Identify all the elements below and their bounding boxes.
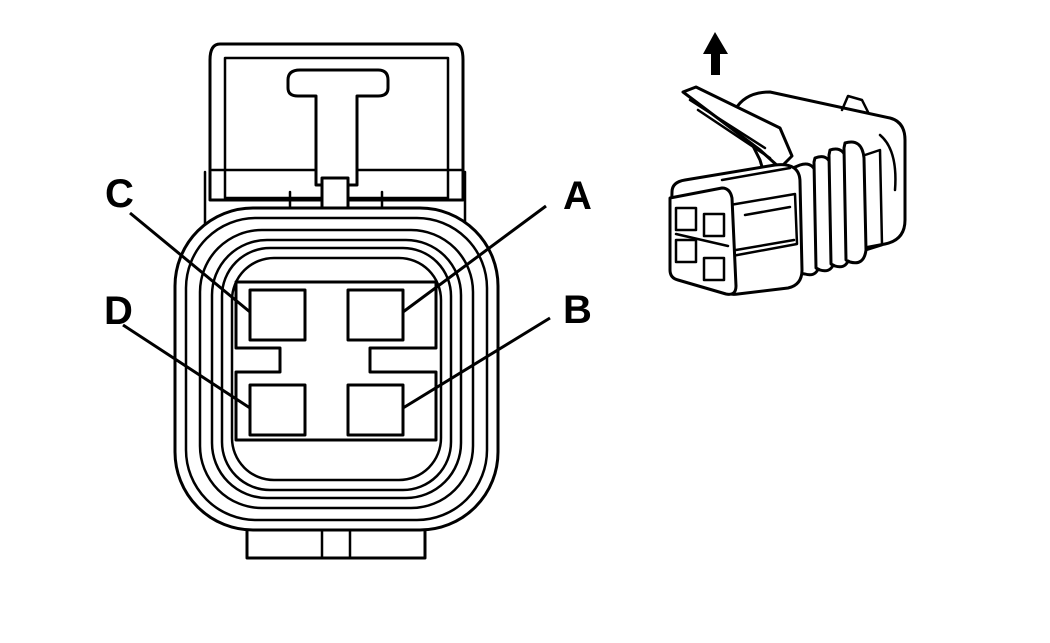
pin-label-b: B: [563, 288, 592, 332]
pin-label-d: D: [104, 289, 133, 333]
pin-label-c: C: [105, 172, 134, 216]
connector-isometric-view: [668, 32, 907, 296]
cavity-c: [248, 288, 307, 342]
up-arrow-icon: [703, 32, 728, 75]
cavity-a: [346, 288, 405, 342]
pin-label-a: A: [563, 174, 592, 218]
leader-a: [402, 204, 547, 314]
leader-c: [129, 211, 251, 314]
cavity-d: [248, 383, 307, 437]
connector-front-view: C D A B: [104, 42, 592, 560]
leader-d: [122, 323, 251, 410]
leader-b: [402, 316, 551, 410]
cavity-b: [346, 383, 405, 437]
latch-housing: [203, 42, 467, 227]
